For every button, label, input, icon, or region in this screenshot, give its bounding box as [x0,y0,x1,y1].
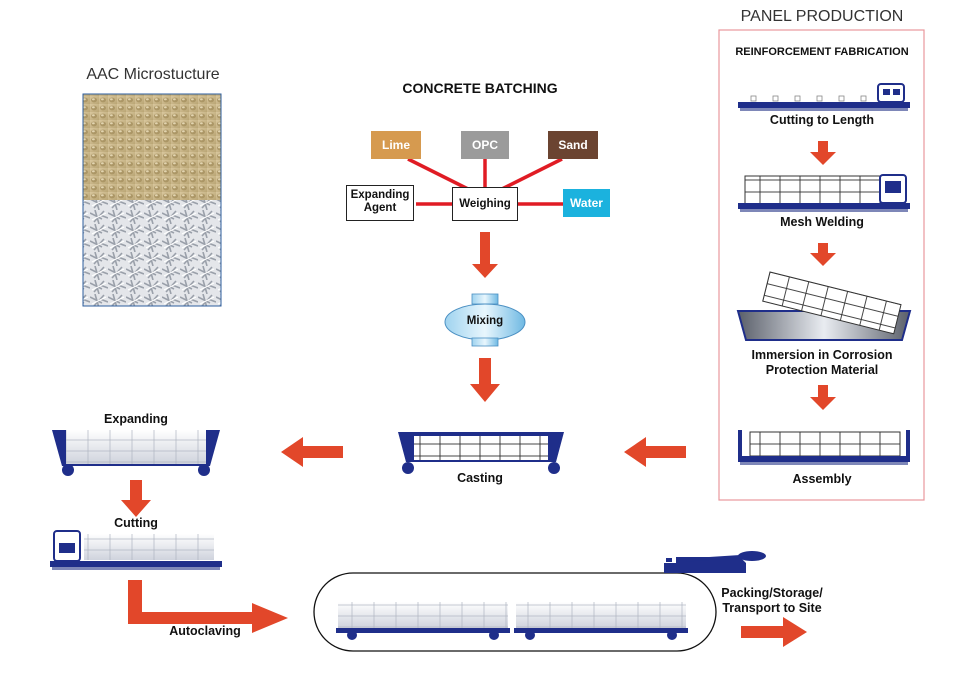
autoclaving-label: Autoclaving [169,624,241,638]
step-assembly: Assembly [792,472,852,486]
cutting-label: Cutting [114,516,158,530]
mixing-drum-icon [444,293,526,347]
arrow-cut-to-mesh [810,141,836,165]
arrow-expanding-to-cutting [121,480,151,517]
panel-production-frame [718,29,925,501]
casting-label: Casting [457,471,503,485]
ingredient-water: Water [563,189,610,217]
expanding-label: Expanding [104,412,168,426]
panel-production-title: PANEL PRODUCTION [740,8,904,25]
arrow-immersion-to-assembly [810,385,836,410]
immersion-tank [736,271,912,341]
step-cutting-to-length: Cutting to Length [769,113,875,127]
arrow-mixing-to-casting [470,358,500,402]
casting-mould [398,432,564,474]
autoclave-vessel [313,551,766,652]
arrow-weighing-to-mixing [472,232,498,278]
expanding-agent-box: Expanding Agent [346,185,414,221]
aac-microstructure-image [82,93,222,307]
mixing-label: Mixing [466,315,504,327]
ingredient-sand: Sand [548,131,598,159]
weighing-box: Weighing [452,187,518,221]
arrow-assembly-to-casting [624,437,686,467]
mesh-welding-machine [738,174,910,212]
cutting-machine [50,530,222,570]
batching-title: CONCRETE BATCHING [402,80,558,96]
arrow-packing-out [741,617,807,647]
assembly-machine [738,430,910,465]
microstructure-title: AAC Microstucture [86,66,220,83]
arrow-mesh-to-immersion [810,243,836,266]
ingredient-opc: OPC [461,131,509,159]
reinforcement-fabrication-title: REINFORCEMENT FABRICATION [735,46,909,58]
arrow-cutting-to-autoclaving [128,580,288,633]
expanding-mould [52,430,220,476]
step-immersion: Immersion in Corrosion Protection Materi… [751,348,893,377]
cutting-to-length-machine [738,83,910,111]
ingredient-lime: Lime [371,131,421,159]
packing-label: Packing/Storage/ Transport to Site [721,586,823,615]
arrow-casting-to-expanding [281,437,343,467]
step-mesh-welding: Mesh Welding [780,215,864,229]
batching-connectors [407,157,563,206]
